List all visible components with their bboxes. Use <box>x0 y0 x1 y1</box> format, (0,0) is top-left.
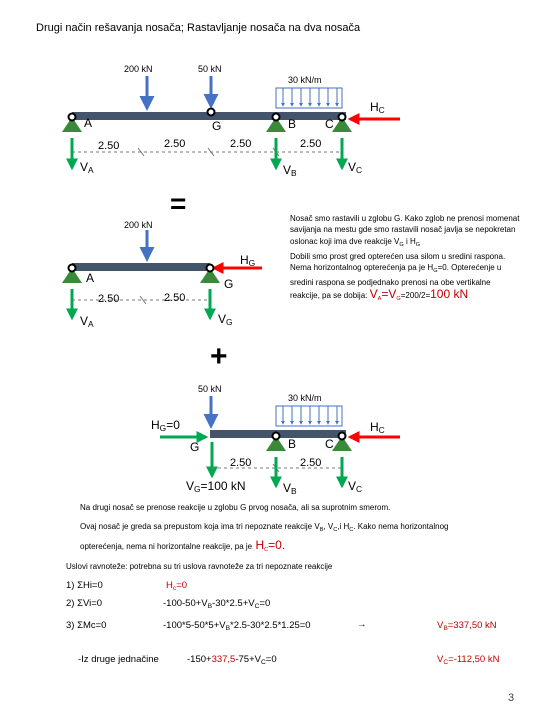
support-c-3 <box>332 436 352 451</box>
text-line-3: opterećenja, nema ni horizontalne reakci… <box>80 538 286 553</box>
label-b: B <box>288 117 297 131</box>
support-g-2 <box>200 268 220 283</box>
load-50-label-3: 50 kN <box>198 384 222 394</box>
load-200-label-2: 200 kN <box>124 220 153 230</box>
beam-2-body <box>72 263 210 271</box>
hg-zero-label: HG=0 <box>151 418 180 433</box>
label-b-3: B <box>288 437 297 451</box>
dist-load-label: 30 kN/m <box>288 75 322 85</box>
support-c <box>332 117 352 132</box>
dim-3: 2.50 <box>230 138 252 150</box>
beam-2 <box>62 230 262 321</box>
hinge-g <box>206 107 216 117</box>
support-b <box>266 117 286 132</box>
pin-a <box>67 112 77 122</box>
pin-b-3 <box>271 431 281 441</box>
note-paragraph-1: Nosač smo rastavili u zglobu G. Kako zgl… <box>290 214 520 248</box>
dim-3-2: 2.50 <box>300 457 322 469</box>
eq-3-body: -100*5-50*5+VB*2.5-30*2.5*1.25=0 <box>163 620 311 632</box>
dim-3-1: 2.50 <box>230 457 252 469</box>
dim-2-2: 2.50 <box>164 292 186 304</box>
vb-label-3: VB <box>283 481 297 496</box>
vg-label-2: VG <box>218 312 233 327</box>
pin-g-2 <box>205 263 215 273</box>
arrow-right-icon: → <box>357 619 367 630</box>
vc-label-3: VC <box>348 479 363 494</box>
vc-label: VC <box>348 160 363 175</box>
dimension-line-2 <box>72 295 210 305</box>
dim-4: 2.50 <box>300 138 322 150</box>
pin-c <box>337 112 347 122</box>
dist-load-label-3: 30 kN/m <box>288 393 322 403</box>
vg-100-label: VG=100 kN <box>186 479 246 494</box>
pin-b <box>271 112 281 122</box>
label-c-3: C <box>325 437 334 451</box>
label-g-2: G <box>224 277 234 291</box>
load-200-label: 200 kN <box>124 64 153 74</box>
eq-1-body: Hc=0 <box>166 580 188 592</box>
support-a-2 <box>62 268 82 283</box>
text-line-4: Uslovi ravnoteže: potrebna su tri uslova… <box>66 562 333 571</box>
pin-c-3 <box>337 431 347 441</box>
eq-3-label: 3) ΣMc=0 <box>66 620 107 631</box>
eq-4-label: -Iz druge jednačine <box>78 654 159 665</box>
support-b-3 <box>266 436 286 451</box>
distributed-load-3 <box>275 405 343 427</box>
distributed-load-1 <box>275 87 343 109</box>
label-c: C <box>325 117 334 131</box>
explanation-note: Nosač smo rastavili u zglobu G. Kako zgl… <box>290 213 520 305</box>
load-50-label: 50 kN <box>198 64 222 74</box>
support-a <box>62 117 82 132</box>
vb-label: VB <box>283 163 297 178</box>
result-vb: VB=337,50 kN <box>437 620 497 632</box>
dim-1: 2.50 <box>98 140 120 152</box>
eq-4-body: -150+337,5-75+VC=0 <box>187 654 277 666</box>
label-a: A <box>84 116 93 130</box>
text-line-2: Ovaj nosač je greda sa prepustom koja im… <box>80 522 449 533</box>
note-paragraph-2: Dobili smo prost gred opterećen usa silo… <box>290 251 506 302</box>
beam-1 <box>62 76 400 171</box>
label-a-2: A <box>86 271 95 285</box>
pin-a-2 <box>67 263 77 273</box>
result-vc: VC=-112,50 kN <box>437 654 500 666</box>
va-label: VA <box>80 160 94 175</box>
page-number: 3 <box>508 692 515 704</box>
label-g-3: G <box>190 440 200 454</box>
eq-1-label: 1) ΣHi=0 <box>66 580 103 591</box>
text-line-1: Na drugi nosač se prenose reakcije u zgl… <box>80 503 391 512</box>
equals-sign: = <box>170 188 187 219</box>
eq-2-label: 2) ΣVi=0 <box>66 598 103 609</box>
hg-label-2: HG <box>240 253 256 268</box>
hc-label: HC <box>370 100 385 115</box>
page-title: Drugi način rešavanja nosača; Rastavljan… <box>36 22 361 34</box>
label-g: G <box>212 119 222 133</box>
eq-2-body: -100-50+VB-30*2.5+VC=0 <box>163 598 271 610</box>
dim-2-1: 2.50 <box>98 293 120 305</box>
hc-label-3: HC <box>370 420 385 435</box>
beam-3 <box>160 396 400 489</box>
plus-sign: + <box>210 340 228 373</box>
dim-2: 2.50 <box>164 138 186 150</box>
va-label-2: VA <box>80 314 94 329</box>
